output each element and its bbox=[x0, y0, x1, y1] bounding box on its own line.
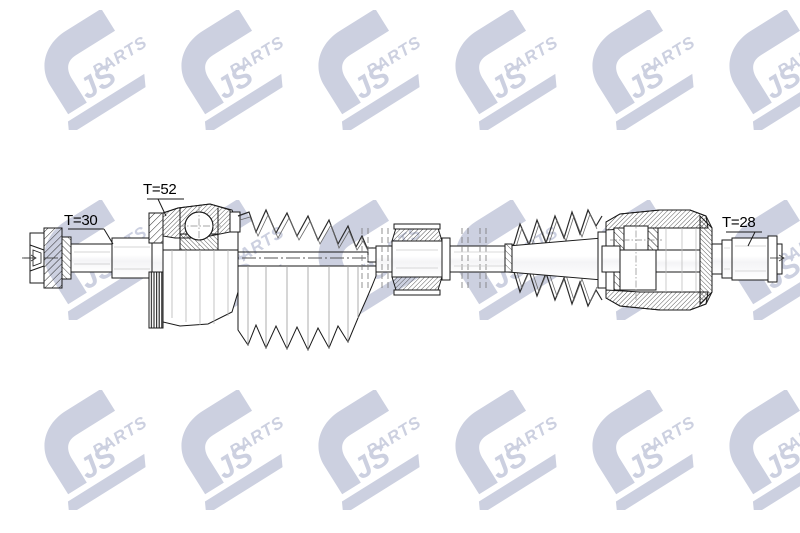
intermediate-shaft-right bbox=[449, 228, 509, 288]
leader-t52 bbox=[157, 198, 167, 217]
outer-splined-stub-end bbox=[24, 227, 72, 289]
dimension-label-t30: T=30 bbox=[64, 212, 98, 229]
inner-splined-stub-end bbox=[711, 235, 785, 283]
leader-t30 bbox=[103, 228, 114, 245]
abs-tone-ring bbox=[148, 212, 164, 329]
outer-cv-boot bbox=[237, 208, 379, 352]
damper-weight bbox=[391, 223, 451, 296]
dimension-label-t52: T=52 bbox=[143, 181, 177, 198]
outer-cv-joint bbox=[162, 203, 241, 327]
inner-tripod-joint bbox=[601, 209, 713, 311]
inner-cv-boot bbox=[504, 208, 607, 308]
dimension-label-t28: T=28 bbox=[722, 214, 756, 231]
